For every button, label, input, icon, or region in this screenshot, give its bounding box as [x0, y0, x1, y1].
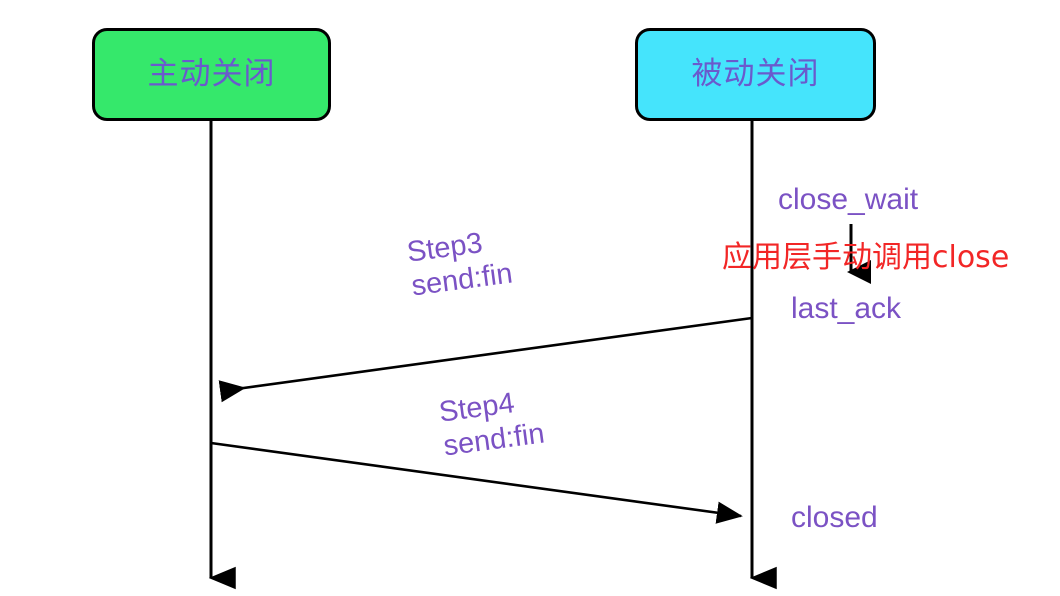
actor-box-passive-close[interactable]: 被动关闭	[635, 28, 876, 121]
message-arrow-step4	[210, 441, 743, 524]
state-label-close-wait: close_wait	[778, 183, 919, 216]
message-label-step4: Step4 send:fin	[437, 383, 547, 464]
actor-label-passive-close: 被动关闭	[691, 56, 820, 92]
message-label-step3: Step3 send:fin	[405, 223, 515, 304]
actor-label-active-close: 主动关闭	[147, 56, 276, 92]
state-label-closed: closed	[791, 501, 878, 534]
annotation-manual-close: 应用层手动调用close	[722, 240, 1010, 275]
message-arrow-step3	[218, 316, 753, 403]
actor-box-active-close[interactable]: 主动关闭	[92, 28, 331, 121]
state-label-last-ack: last_ack	[791, 292, 902, 325]
